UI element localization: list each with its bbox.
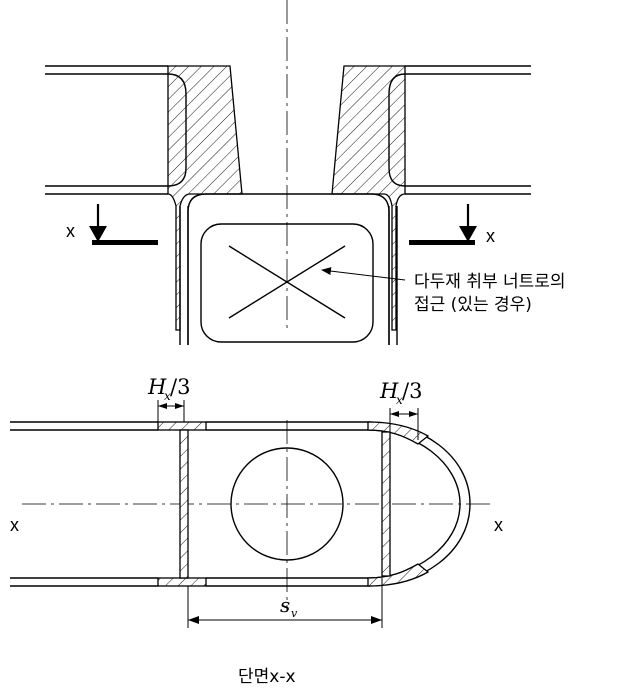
nose-top-weld <box>367 421 430 445</box>
note-line-1: 다두재 취부 너트로의 <box>414 272 566 292</box>
dim-arrow <box>409 411 418 417</box>
dim-sv-s: s <box>280 593 290 617</box>
dim-hx-left-h: H <box>147 375 167 399</box>
dim-hx-right-label: H x /3 <box>379 379 422 407</box>
section-bar-left <box>92 240 158 245</box>
dim-arrow <box>158 403 167 409</box>
access-cross-line <box>228 245 346 319</box>
dim-arrow <box>175 403 184 409</box>
dim-arrow <box>188 616 199 624</box>
dim-arrow <box>371 616 382 624</box>
top-right-rounded-cut <box>388 73 406 187</box>
top-left-hatched-block <box>167 65 243 331</box>
dim-arrow <box>390 411 399 417</box>
dim-hx-right-div: /3 <box>402 379 422 403</box>
note-leader-arrow <box>321 267 406 281</box>
dim-sv-sub: v <box>291 607 298 620</box>
note-line-2: 접근 (있는 경우) <box>414 295 532 315</box>
dim-hx-right-h: H <box>379 379 399 403</box>
dim-hx-left-label: H x /3 <box>147 375 190 403</box>
axis-label-right: x <box>494 515 503 535</box>
nose-bottom-weld <box>367 563 430 587</box>
section-arrow-right-head <box>459 226 477 242</box>
left-web-plate <box>179 429 189 579</box>
section-arrow-left-head <box>89 226 107 242</box>
left-bottom-weld <box>157 577 207 587</box>
access-frame-outer <box>187 193 390 345</box>
section-mark-right: x <box>486 226 495 246</box>
right-web-plate <box>381 431 391 577</box>
dim-hx-left-div: /3 <box>170 375 190 399</box>
dim-sv-label: s v <box>280 593 298 620</box>
top-left-rounded-cut <box>167 73 187 187</box>
dim-hx-right-sub: x <box>396 393 403 407</box>
section-bar-right <box>409 240 475 245</box>
section-view <box>10 400 490 628</box>
top-view <box>45 0 531 345</box>
axis-label-left: x <box>10 515 19 535</box>
dim-hx-left-sub: x <box>164 389 171 403</box>
section-mark-left: x <box>66 221 75 241</box>
top-right-hatched-block <box>331 65 406 331</box>
left-top-weld <box>157 421 207 431</box>
access-hole <box>200 223 374 343</box>
section-circle <box>230 447 344 561</box>
section-caption: 단면x-x <box>238 667 296 687</box>
